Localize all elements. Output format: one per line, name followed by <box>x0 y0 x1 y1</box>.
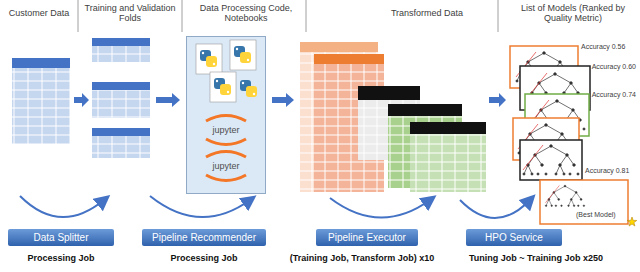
stage-name: Pipeline Executor <box>328 232 406 243</box>
art-rect <box>388 104 462 116</box>
art-rect <box>210 72 236 102</box>
art-path <box>150 196 250 217</box>
art-line <box>182 0 183 32</box>
art-rect <box>230 40 256 70</box>
logo-wordmark: jupyter <box>187 161 265 172</box>
curved-arrows <box>20 196 530 218</box>
accuracy-label: Accuracy 0.74 <box>592 91 636 99</box>
accuracy-label: Accuracy 0.56 <box>581 43 625 51</box>
logo-wordmark: jupyter <box>187 125 265 136</box>
job-label: Tuning Job ~ Training Job x250 <box>469 253 603 263</box>
flow-arrows <box>74 93 506 107</box>
stage-bar: HPO Service <box>466 229 562 246</box>
accuracy-label: Accuracy 0.81 <box>585 167 629 175</box>
code-notebook-box: jupyter jupyter <box>186 36 266 194</box>
stage-name: Pipeline Recommender <box>152 232 256 243</box>
art-rect <box>12 58 70 68</box>
stage-bar: Data Splitter <box>8 229 114 246</box>
art-use <box>240 80 257 97</box>
art-rect <box>12 58 70 144</box>
stage-name: HPO Service <box>485 232 543 243</box>
art-polygon <box>489 93 506 107</box>
transformed-tables <box>300 42 486 192</box>
art-use <box>545 185 584 206</box>
customer-table <box>12 58 70 144</box>
code-box-art <box>186 36 266 194</box>
art-path <box>20 196 104 217</box>
art-rect <box>314 54 384 64</box>
art-path <box>460 200 530 218</box>
job-label: (Training Job, Transform Job) x10 <box>290 253 435 263</box>
art-rect <box>92 82 150 90</box>
art-rect <box>196 44 222 74</box>
art-rect <box>410 122 486 192</box>
model-cards <box>510 46 637 226</box>
stage-bar: Pipeline Executor <box>316 229 418 246</box>
art-rect <box>300 42 378 52</box>
best-model-label: (Best Model) <box>576 211 616 219</box>
column-heading: Data Processing Code, Notebooks <box>192 3 300 24</box>
stage-name: Data Splitter <box>33 232 88 243</box>
art-use <box>523 145 579 175</box>
art-rect <box>92 128 150 136</box>
column-heading: Transformed Data <box>372 8 482 18</box>
job-label: Processing Job <box>27 253 94 263</box>
art-path <box>330 198 430 218</box>
art-polygon <box>74 93 89 107</box>
art-path <box>206 152 246 158</box>
accuracy-label: Accuracy 0.60 <box>592 63 636 71</box>
column-heading: List of Models (Ranked by Quality Metric… <box>510 3 636 24</box>
art-polygon <box>272 93 294 107</box>
art-use <box>234 46 251 63</box>
art-rect <box>540 180 628 224</box>
art-line <box>498 0 499 32</box>
art-rect <box>92 38 150 46</box>
art-path <box>206 116 246 122</box>
column-heading: Training and Validation Folds <box>84 3 176 24</box>
art-rect <box>186 36 266 194</box>
art-rect <box>92 82 150 118</box>
art-rect <box>358 86 420 100</box>
column-heading: Customer Data <box>4 8 74 18</box>
art-use <box>200 50 217 67</box>
fold-tables <box>92 38 150 158</box>
art-use <box>214 78 231 95</box>
art-polygon <box>156 93 180 107</box>
art-rect <box>92 38 150 62</box>
art-rect <box>410 122 486 134</box>
art-line <box>306 0 307 32</box>
art-polygon <box>627 217 637 226</box>
art-rect <box>92 128 150 158</box>
art-path <box>206 139 246 145</box>
art-path <box>206 175 246 181</box>
art-line <box>78 0 79 32</box>
stage-bar: Pipeline Recommender <box>142 229 266 246</box>
job-label: Processing Job <box>170 253 237 263</box>
header-dividers <box>78 0 498 32</box>
art-rect <box>520 140 582 180</box>
